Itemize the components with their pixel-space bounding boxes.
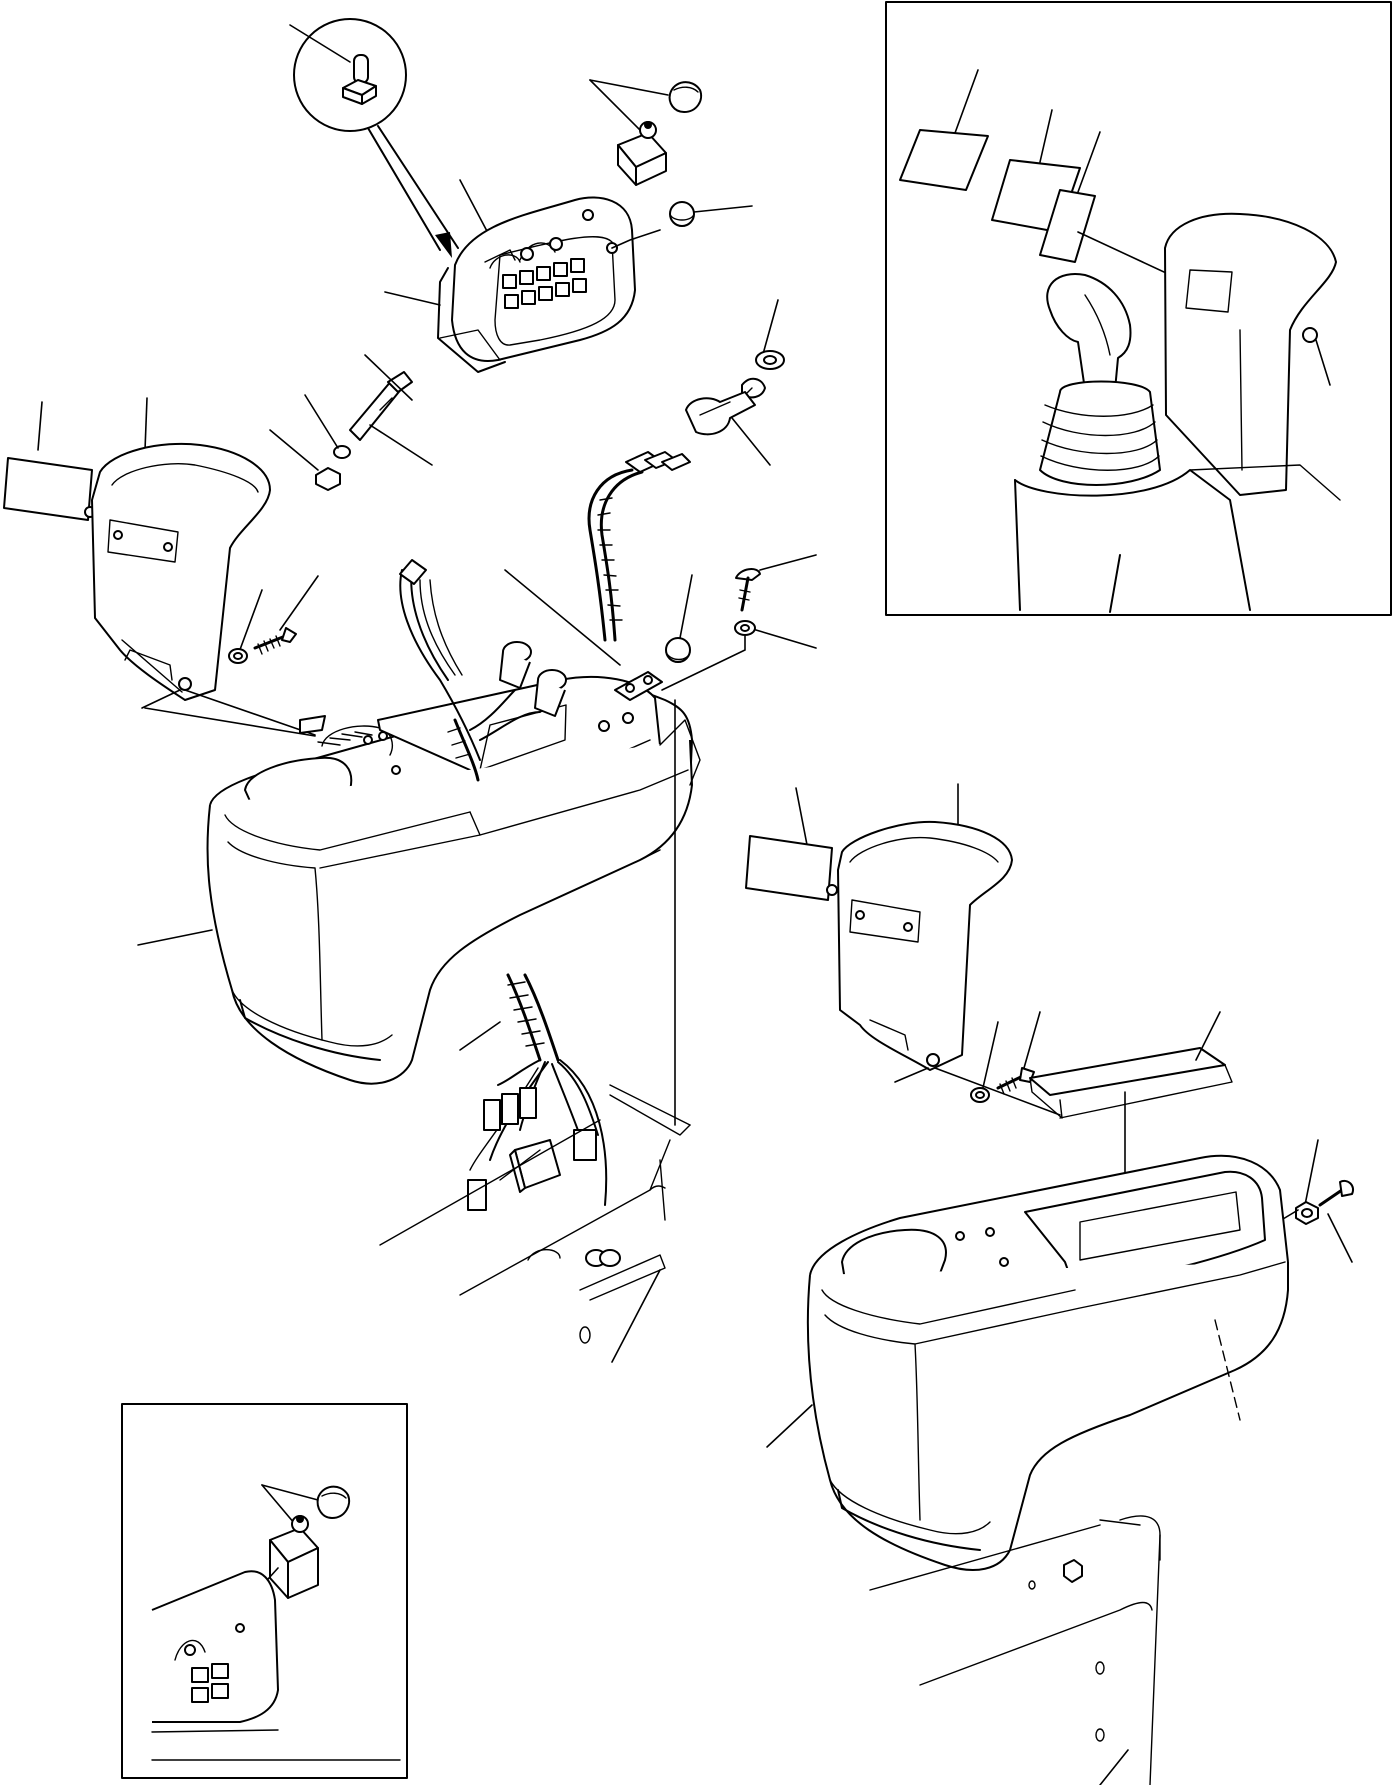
screw-washer-far-right: [1277, 1139, 1354, 1263]
rotary-switch-icon: [269, 1515, 319, 1599]
leader-line: [269, 429, 319, 471]
leader-line: [261, 1484, 319, 1501]
washer-small: [304, 394, 351, 459]
label-plate: [3, 457, 93, 521]
detail-arrow: [367, 127, 441, 251]
leader-line: [1099, 1749, 1129, 1785]
wire-harness-lower: [459, 973, 608, 1211]
leader-line: [141, 689, 181, 709]
leader-line: [37, 401, 43, 451]
inset-label-left: [899, 69, 989, 191]
key-switch: [625, 299, 785, 473]
indicator-grid: [502, 258, 587, 309]
inset-switch-panel: [151, 1484, 401, 1761]
leader-line: [693, 205, 753, 213]
leader-line: [184, 689, 316, 736]
leader-line: [1315, 339, 1331, 386]
connector-icon: [467, 1179, 487, 1211]
knob-icon: [316, 1485, 351, 1519]
frame-lower-left: [379, 699, 691, 1363]
label-plate: [745, 835, 833, 901]
leader-line: [279, 575, 319, 631]
wire-harness-console-top: [399, 559, 567, 782]
console-main: [137, 675, 701, 1085]
leader-line: [1021, 1011, 1041, 1076]
connector-terminals: [625, 451, 691, 473]
leader-line: [611, 1269, 661, 1363]
leader-line: [589, 79, 641, 131]
connector-plug-icon: [534, 669, 567, 717]
leader-line: [144, 397, 148, 451]
console-right: [766, 1154, 1289, 1571]
toggle-switch: [349, 354, 433, 466]
side-cover-left: [3, 397, 316, 736]
leader-line: [1304, 1139, 1319, 1206]
leader-line: [1039, 109, 1053, 163]
leader-line: [755, 629, 817, 649]
connector-icon: [483, 1087, 537, 1131]
side-cover-right: [745, 783, 1061, 1116]
nut-small: [269, 429, 341, 491]
screw-washer-left: [228, 575, 319, 664]
connector-plug-icon: [499, 641, 532, 689]
screw-washer-right: [661, 554, 817, 691]
inset-label-right: [991, 109, 1236, 306]
inset-cover: [1164, 212, 1337, 496]
rotary-switch-top: [589, 79, 703, 186]
frame-lower-right: [869, 1515, 1161, 1785]
connector-icon: [509, 1139, 561, 1193]
knob-icon: [668, 81, 703, 113]
monitor-panel: [384, 179, 636, 373]
leader-line: [766, 1404, 813, 1448]
bracket-plate: [614, 574, 693, 701]
leader-line: [981, 1021, 999, 1093]
plug-cap-top: [611, 201, 753, 249]
leader-line: [894, 1067, 929, 1083]
leader-line: [731, 417, 771, 466]
inset-joystick-frame: [885, 1, 1392, 616]
leader-line: [144, 707, 316, 737]
leader-line: [759, 554, 817, 571]
leader-line: [384, 291, 441, 306]
leader-line: [289, 24, 351, 63]
inset-joystick: [899, 69, 1341, 613]
inset-switch-frame: [121, 1403, 408, 1779]
leader-line: [237, 589, 263, 656]
connector-icon: [573, 1129, 597, 1161]
leader-line: [304, 394, 339, 449]
leader-line: [954, 69, 979, 134]
leader-group-console: [144, 569, 621, 737]
bulb-detail-circle: [289, 18, 459, 258]
wire-harness-upper: [587, 468, 644, 642]
leader-line: [364, 354, 413, 401]
nut-icon: [1302, 327, 1318, 343]
bulb-icon: [342, 54, 377, 105]
leader-line: [1195, 1011, 1221, 1061]
leader-line: [679, 574, 693, 639]
leader-line: [1077, 131, 1101, 193]
switch-body-icon: [617, 121, 667, 186]
leader-line: [137, 929, 213, 946]
leader-line: [1327, 1213, 1353, 1263]
screw-washer-right-cover: [970, 1011, 1041, 1103]
inset-monitor-panel: [151, 1570, 401, 1761]
joystick-lever-icon: [1014, 273, 1341, 613]
shaft-icon: [527, 1248, 621, 1267]
leader-line: [369, 424, 433, 466]
leader-line: [934, 1067, 1061, 1116]
leader-line: [504, 569, 621, 666]
leader-line: [459, 1021, 501, 1051]
leader-line: [795, 787, 809, 851]
leader-line: [589, 79, 669, 96]
